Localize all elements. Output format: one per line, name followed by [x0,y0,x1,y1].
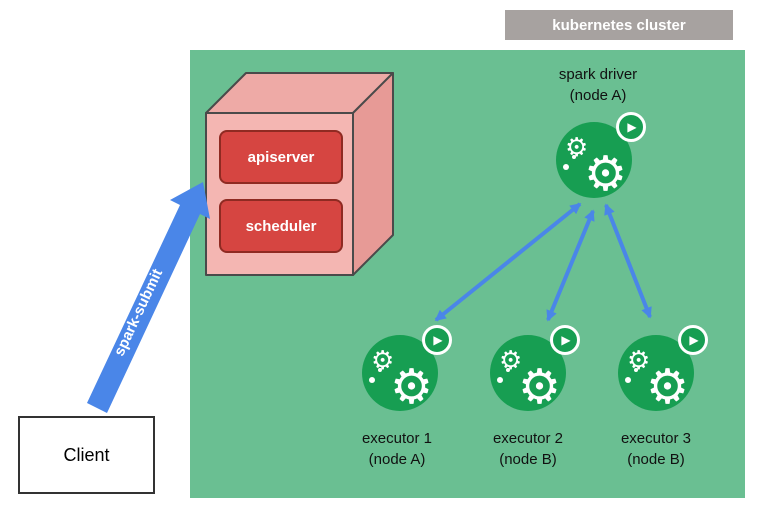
play-icon: ▶ [678,325,708,355]
gear-icon: ⚙ [517,359,561,415]
gear-icon: ⚙ [627,346,651,376]
spark-submit-arrow [87,182,210,413]
scheduler-box: scheduler [219,199,343,253]
play-icon: ▶ [616,112,646,142]
executor-1-name: executor 1 [361,430,433,447]
executor-1-pod-icon: ⚙ ⚙ ▶ [362,325,452,413]
gear-icon: ⚙ [499,346,523,376]
gear-dot [563,164,569,170]
client-box: Client [18,416,155,494]
executor-2-label: executor 2 (node B) [468,428,588,471]
gear-icon: ⚙ [645,359,689,415]
arrow-driver-executor-3 [604,203,652,319]
executor-3-node: (node B) [627,451,685,469]
executor-1-node: (node A) [368,451,426,469]
gear-icon: ⚙ [389,359,433,415]
gear-dot [506,368,510,372]
executor-3-label: executor 3 (node B) [596,428,716,471]
gear-dot [369,377,375,383]
gear-icon: ⚙ [583,146,627,202]
executor-2-pod-icon: ⚙ ⚙ ▶ [490,325,580,413]
spark-driver-pod-icon: ⚙ ⚙ ▶ [556,112,646,200]
executor-2-name: executor 2 [492,430,564,447]
gear-dot [497,377,503,383]
spark-driver-label: spark driver (node A) [538,64,658,107]
play-icon: ▶ [422,325,452,355]
executor-1-label: executor 1 (node A) [337,428,457,471]
gear-icon: ⚙ [371,346,395,376]
executor-3-name: executor 3 [620,430,692,447]
executor-2-node: (node B) [499,451,557,469]
arrow-driver-executor-1 [434,202,582,322]
spark-driver-node: (node A) [569,87,627,105]
gear-dot [634,368,638,372]
gear-dot [625,377,631,383]
gear-dot [572,155,576,159]
kubernetes-cluster-label: kubernetes cluster [505,10,733,40]
spark-driver-name: spark driver [558,66,638,83]
executor-3-pod-icon: ⚙ ⚙ ▶ [618,325,708,413]
play-icon: ▶ [550,325,580,355]
pod-circle: ⚙ ⚙ [490,335,566,411]
apiserver-box: apiserver [219,130,343,184]
arrow-driver-executor-2 [546,209,595,322]
driver-executor-arrows [434,202,652,322]
gear-icon: ⚙ [565,133,589,163]
gear-dot [378,368,382,372]
